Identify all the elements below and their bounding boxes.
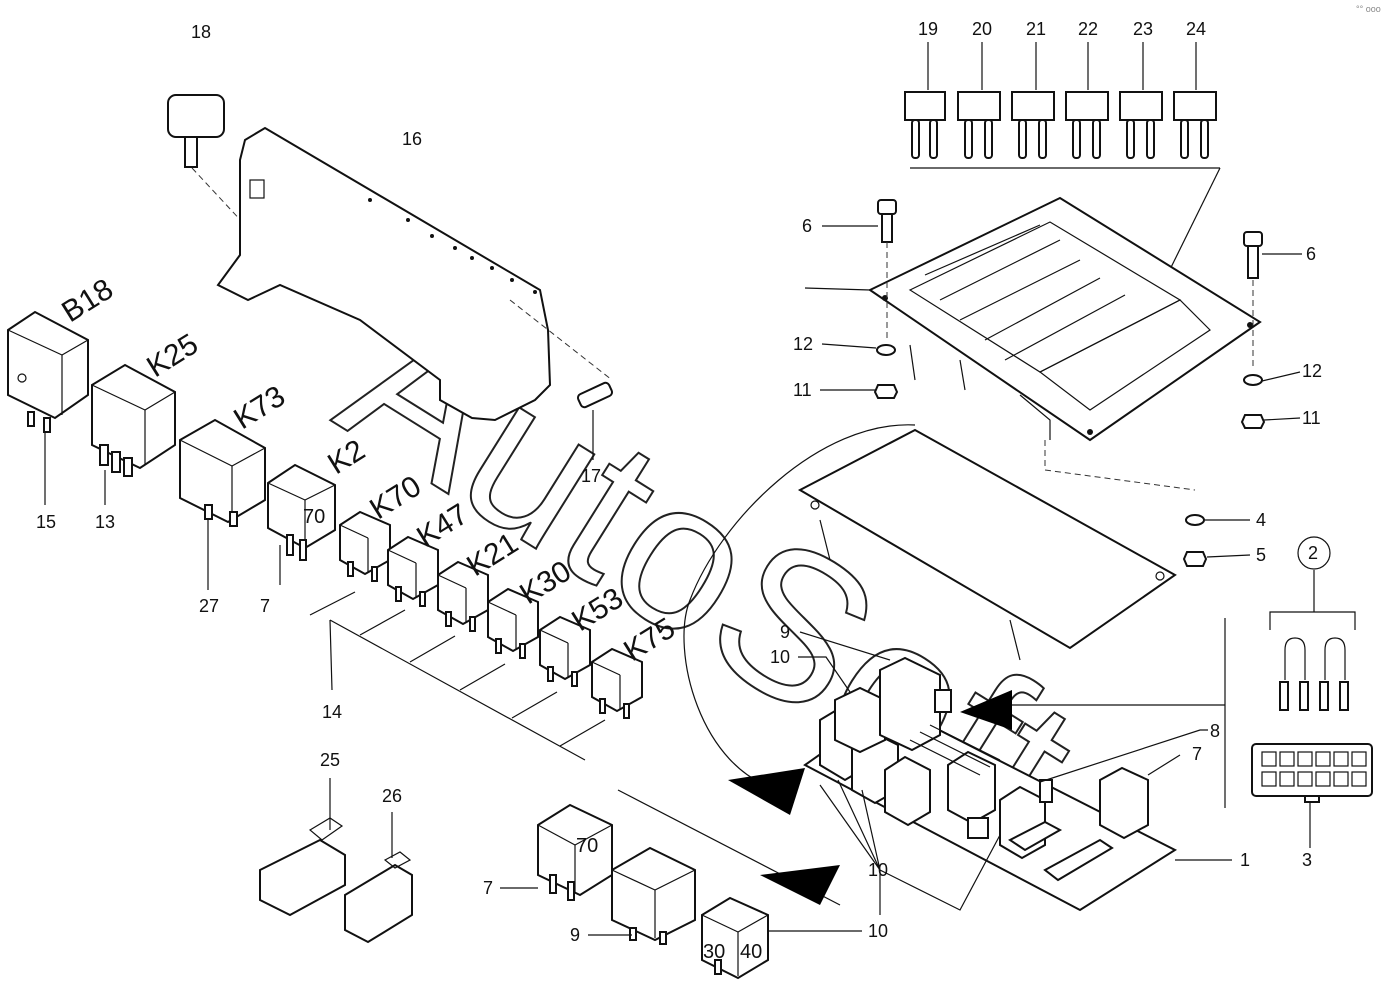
washer-4 (1185, 514, 1205, 526)
relay-code-k25: K25 (141, 328, 204, 384)
relay-9-lower (611, 846, 696, 945)
fuse-19 (904, 91, 946, 159)
relay-k75 (591, 647, 643, 719)
relay-k30 (487, 587, 539, 659)
callout-27: 27 (199, 596, 219, 616)
relay-k25-13 (91, 363, 176, 505)
callout-26: 26 (382, 786, 402, 806)
callout-10-lower: 10 (868, 921, 888, 941)
holder-26 (344, 812, 413, 944)
relay-face-30: 30 (703, 941, 725, 963)
bolt-6-right (1243, 231, 1263, 370)
fuse-20 (957, 91, 1001, 159)
callout-15: 15 (36, 512, 56, 532)
nut-5 (1182, 551, 1208, 567)
board-arrows (617, 424, 1226, 906)
fuse-23 (1119, 91, 1163, 159)
callout-11-left: 11 (793, 380, 812, 400)
fuse-22 (1065, 91, 1109, 159)
corner-mark: °° ooo (1356, 4, 1381, 14)
leader-14 (309, 591, 606, 761)
callout-7-lower: 7 (483, 878, 493, 898)
screw-17 (576, 381, 614, 460)
callout-10-mid: 10 (868, 860, 888, 880)
bolt-6-left (877, 199, 897, 340)
relay-code-b18: B18 (56, 273, 119, 329)
relay-k70 (339, 510, 391, 582)
callout-8: 8 (1210, 721, 1220, 741)
nut-11-left (873, 384, 899, 399)
callout-9-lower: 9 (570, 925, 580, 945)
washer-12-right (1243, 374, 1263, 386)
relay-code-k73: K73 (228, 380, 291, 436)
relay-b18-15 (7, 310, 89, 505)
nut-11-right (1240, 414, 1266, 429)
callout-16: 16 (402, 129, 422, 149)
washer-12-left (876, 344, 896, 356)
fuse-set-19-24 (904, 42, 1221, 350)
relay-face-70-lower: 70 (576, 835, 598, 857)
holder-25 (259, 778, 346, 917)
callout-10-upper: 10 (770, 647, 790, 667)
callout-5: 5 (1256, 545, 1266, 565)
callout-7-right: 7 (1192, 744, 1202, 764)
knob-screw-18 (167, 94, 246, 226)
relay-70-lower: 70 (537, 803, 613, 901)
callout-25: 25 (320, 750, 340, 770)
callout-21: 21 (1026, 19, 1046, 39)
cover-plate (797, 428, 1177, 661)
relay-k53 (539, 615, 591, 687)
fuse-24 (1173, 91, 1217, 159)
callout-12-right: 12 (1302, 361, 1322, 381)
callout-2: 2 (1308, 543, 1318, 563)
callout-1: 1 (1240, 850, 1250, 870)
callout-6-right: 6 (1306, 244, 1316, 264)
callout-24: 24 (1186, 19, 1206, 39)
fuse-21 (1011, 91, 1055, 159)
callout-12-left: 12 (793, 334, 813, 354)
fuse-panel-cover (804, 196, 1262, 442)
connector-3 (1251, 743, 1373, 848)
callout-17: 17 (581, 466, 601, 486)
callout-3: 3 (1302, 850, 1312, 870)
callout-23: 23 (1133, 19, 1153, 39)
callout-4: 4 (1256, 510, 1266, 530)
relay-k73-27 (179, 418, 266, 590)
callout-6-left: 6 (802, 216, 812, 236)
callout-11-right: 11 (1302, 408, 1321, 428)
callout-13: 13 (95, 512, 115, 532)
jumper-set-2 (1269, 536, 1356, 711)
callout-19: 19 (918, 19, 938, 39)
callout-9-upper: 9 (780, 622, 790, 642)
relay-face-70-upper: 70 (303, 506, 325, 528)
relay-face-40: 40 (740, 941, 762, 963)
leader-lines (500, 225, 1302, 936)
callout-numbers: 18 16 17 15 13 27 7 14 19 20 21 22 23 24… (36, 19, 1322, 945)
relay-30-40: 30 40 (701, 896, 769, 980)
callout-20: 20 (972, 19, 992, 39)
callout-18: 18 (191, 22, 211, 42)
relay-k2-7: 70 (267, 463, 336, 585)
callout-7-upper: 7 (260, 596, 270, 616)
relay-board-1 (803, 656, 1178, 912)
mounting-bracket-16 (216, 126, 613, 422)
callout-22: 22 (1078, 19, 1098, 39)
callout-14: 14 (322, 702, 342, 722)
